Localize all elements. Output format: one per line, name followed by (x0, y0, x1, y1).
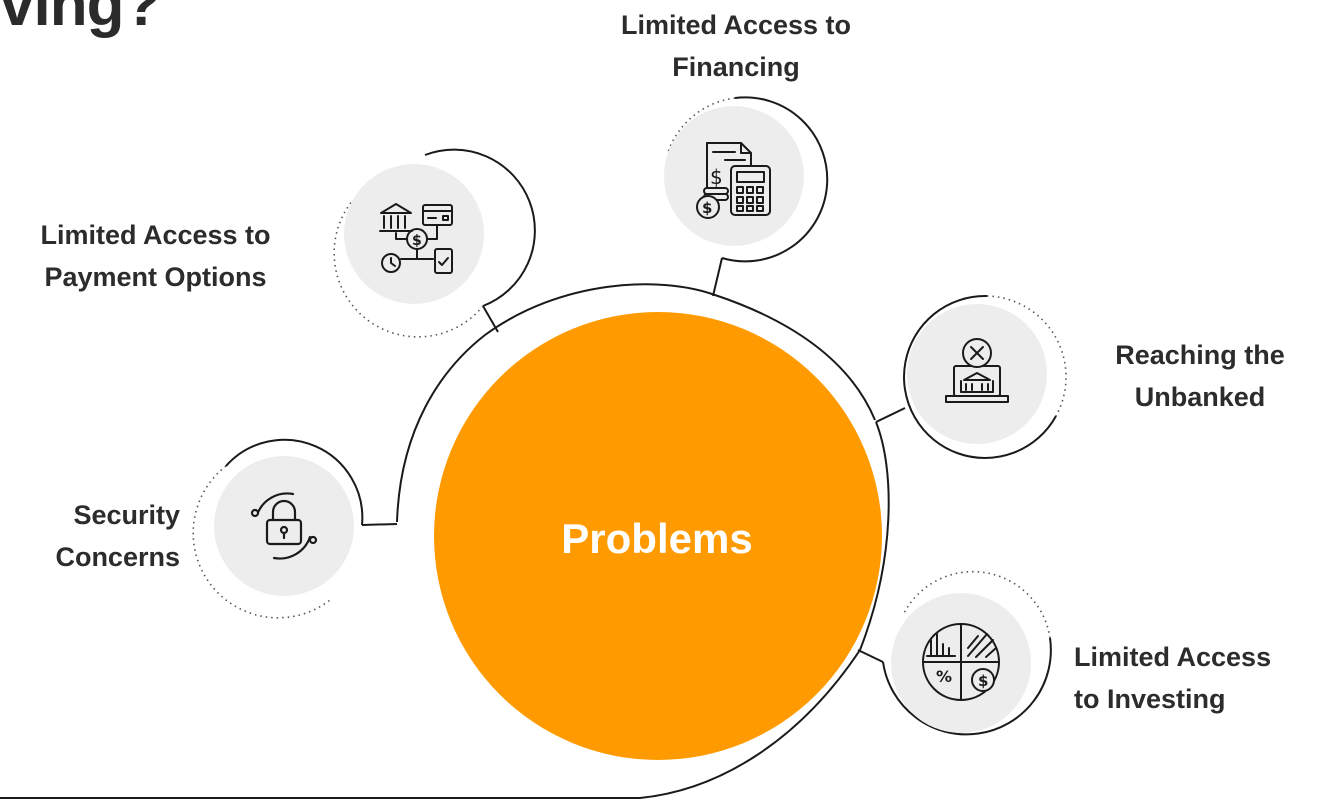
connector-unbanked (875, 407, 906, 423)
bank-payment-flow-icon: $ (379, 203, 453, 274)
node-unbanked (903, 294, 1067, 459)
connector-investing (857, 649, 884, 663)
label-line: Limited Access to (40, 220, 271, 250)
pie-chart-investing-icon: % $ (922, 623, 1000, 701)
label-line: Security (73, 500, 180, 530)
svg-text:$: $ (978, 672, 988, 690)
orbit-arc-right (859, 421, 890, 651)
label-line: Limited Access (1074, 642, 1272, 672)
page-title: ving? (0, 0, 161, 39)
label-financing: Limited Access to Financing (588, 4, 884, 88)
label-line: Reaching the (1115, 340, 1285, 370)
laptop-bank-blocked-icon (945, 338, 1009, 403)
calculator-document-icon: $ $ (696, 142, 771, 219)
svg-text:$: $ (710, 165, 723, 189)
orbit-arc-lower (0, 649, 861, 799)
label-line: Payment Options (44, 262, 267, 292)
node-financing: $ $ (664, 96, 829, 263)
center-label: Problems (561, 515, 753, 562)
problems-center-circle (434, 312, 882, 760)
label-unbanked: Reaching the Unbanked (1080, 334, 1320, 418)
label-line: Concerns (55, 542, 180, 572)
connector-financing (712, 257, 723, 297)
label-line: to Investing (1074, 684, 1226, 714)
label-payment: Limited Access to Payment Options (8, 214, 303, 298)
connector-payment (482, 305, 499, 333)
label-investing: Limited Access to Investing (1074, 636, 1320, 720)
node-investing: % $ (882, 570, 1052, 736)
svg-text:$: $ (702, 199, 712, 217)
label-line: Financing (672, 52, 800, 82)
svg-text:$: $ (412, 233, 422, 249)
node-security (192, 438, 364, 619)
svg-text:%: % (936, 667, 952, 686)
label-line: Unbanked (1134, 382, 1266, 412)
connector-security (361, 523, 398, 526)
label-security: Security Concerns (10, 494, 180, 578)
padlock-icon (250, 492, 318, 560)
node-payment: $ (333, 148, 536, 338)
orbit-arc-upper (396, 283, 876, 523)
label-line: Limited Access to (620, 10, 852, 40)
